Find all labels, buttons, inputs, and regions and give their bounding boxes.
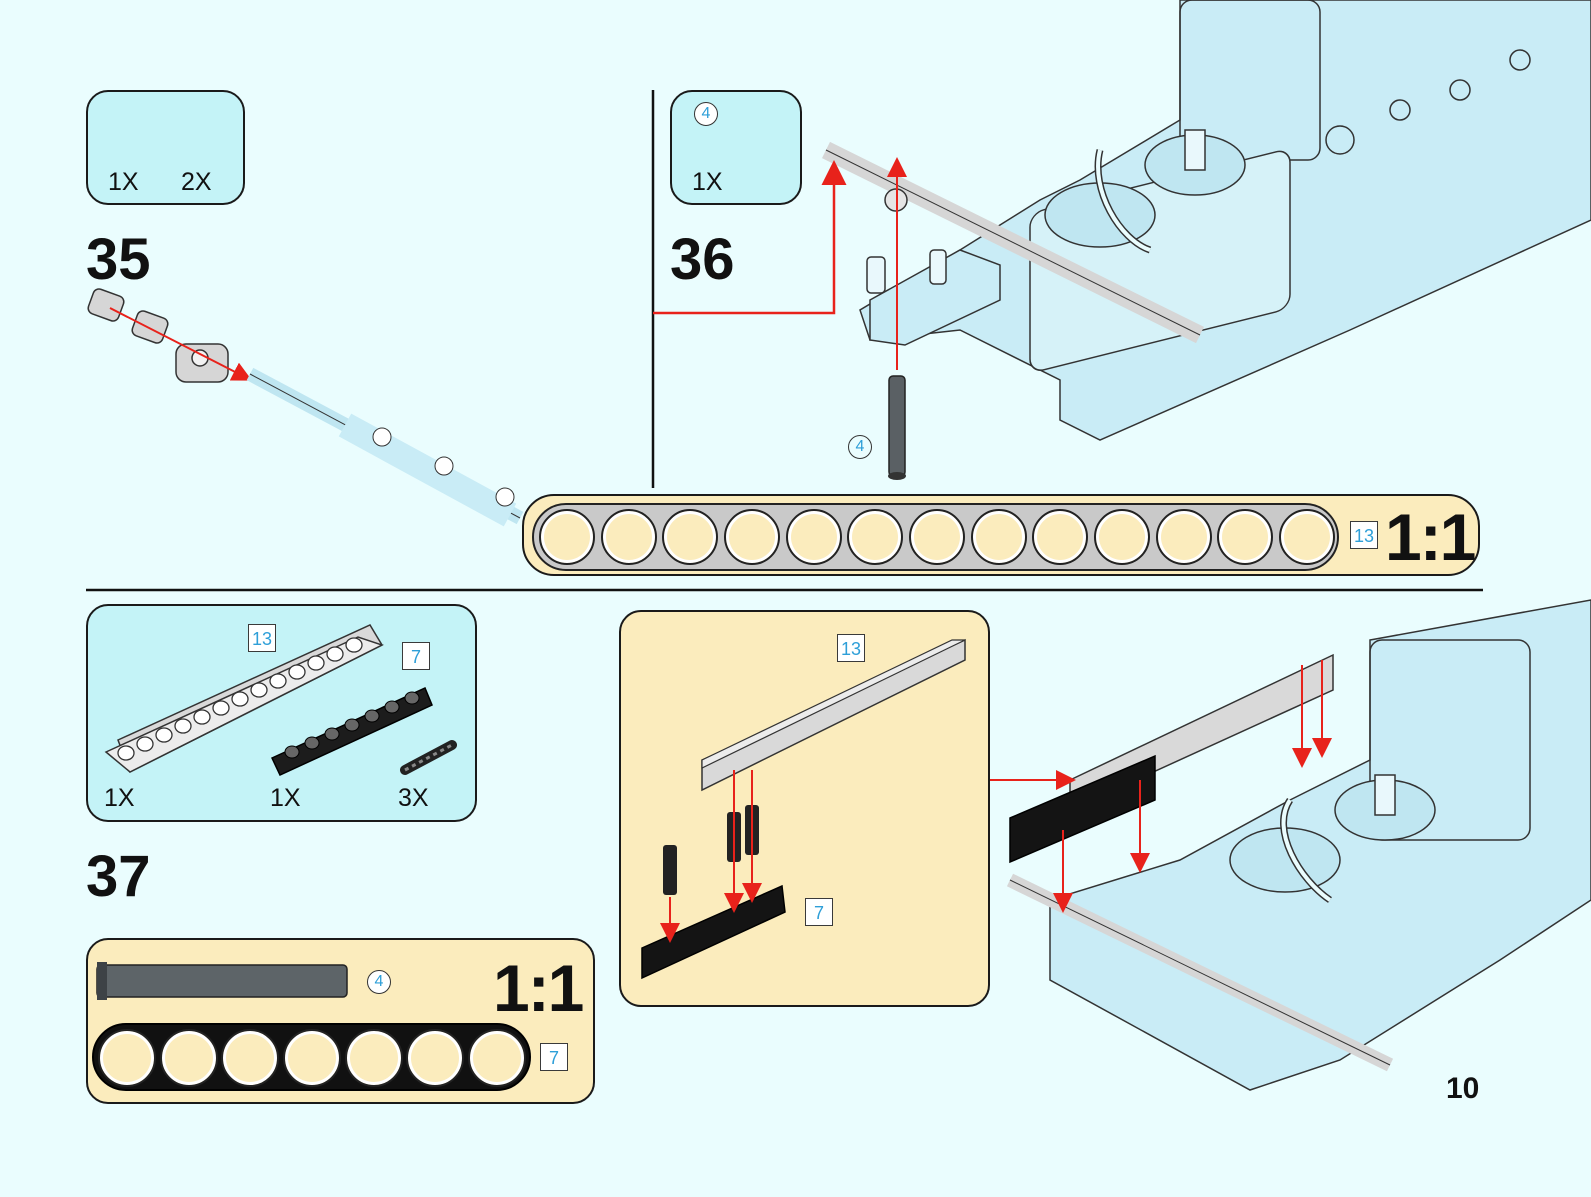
beam-hole — [1032, 509, 1089, 565]
length-label: 7 — [540, 1043, 568, 1071]
beam-hole — [221, 1029, 280, 1087]
beam-hole — [1217, 509, 1274, 565]
beam-hole — [344, 1029, 403, 1087]
pin-icon — [400, 740, 457, 775]
scale-ratio: 1:1 — [493, 951, 584, 1025]
beam-hole — [159, 1029, 218, 1087]
step36-parts-box: 4 1X — [670, 90, 802, 205]
beam-hole — [1278, 509, 1335, 565]
beam-hole — [970, 509, 1027, 565]
scale-ratio: 1:1 — [1385, 500, 1476, 574]
beam-hole — [785, 509, 842, 565]
sub-beam-7 — [641, 884, 786, 980]
length-label: 13 — [1350, 521, 1378, 549]
step37-beams — [1009, 653, 1334, 864]
beam-hole — [847, 509, 904, 565]
beam-hole — [662, 509, 719, 565]
step-number: 35 — [86, 227, 151, 292]
part-qty: 1X — [108, 168, 139, 196]
beam-hole — [908, 509, 965, 565]
step35-assembly — [87, 288, 524, 527]
beam-hole — [539, 509, 595, 565]
beam-hole — [98, 1029, 156, 1087]
beam-7-icon — [270, 686, 433, 776]
step36-axle-part — [888, 375, 906, 477]
length-callout: 4 — [367, 970, 391, 994]
beam-hole — [282, 1029, 341, 1087]
beam-hole — [467, 1029, 526, 1087]
beam-hole — [1093, 509, 1150, 565]
sub-beam-13 — [701, 638, 966, 792]
beam-hole — [406, 1029, 465, 1087]
sub-pins — [663, 805, 759, 895]
part-qty: 2X — [181, 168, 212, 196]
scale-beam-13-holes — [539, 509, 1335, 565]
beam-hole — [1155, 509, 1212, 565]
beam-hole — [723, 509, 780, 565]
step36-model — [859, 0, 1591, 441]
beam-hole — [600, 509, 657, 565]
scale-axle-4 — [96, 962, 348, 1000]
part-qty: 1X — [692, 168, 723, 196]
page-number: 10 — [1446, 1072, 1480, 1105]
step-number: 37 — [86, 844, 151, 909]
scale-beam-7-holes — [98, 1029, 526, 1087]
step-number: 36 — [670, 227, 735, 292]
length-callout: 4 — [848, 435, 872, 459]
step35-parts-box: 1X 2X — [86, 90, 245, 205]
length-callout: 4 — [694, 102, 718, 126]
beam-13-icon — [104, 624, 384, 774]
